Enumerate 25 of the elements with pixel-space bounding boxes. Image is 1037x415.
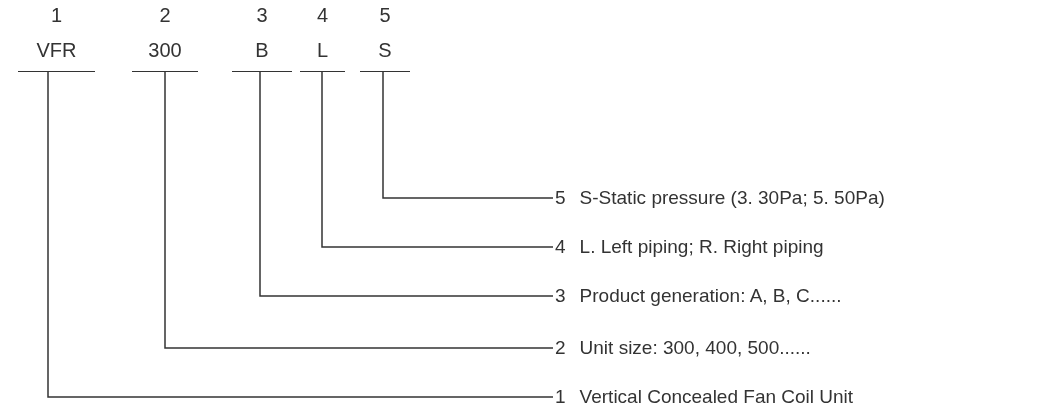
- description-text: Vertical Concealed Fan Coil Unit: [579, 384, 854, 409]
- position-number: 3: [555, 283, 566, 308]
- leader-line: [382, 71, 554, 199]
- position-number: 5: [379, 3, 391, 28]
- position-number: 1: [50, 3, 63, 28]
- position-number: 3: [256, 3, 268, 28]
- position-number: 2: [159, 3, 171, 28]
- position-number: 2: [555, 335, 566, 360]
- description-text: Unit size: 300, 400, 500......: [579, 335, 811, 360]
- code-text: VFR: [36, 38, 77, 63]
- position-number: 4: [316, 3, 329, 28]
- description-text: L. Left piping; R. Right piping: [579, 234, 824, 259]
- leader-line: [321, 71, 554, 248]
- leader-line: [164, 71, 554, 349]
- position-number: 4: [555, 234, 566, 259]
- description-text: S-Static pressure (3. 30Pa; 5. 50Pa): [579, 185, 885, 210]
- position-number: 1: [555, 384, 566, 409]
- leader-line: [47, 71, 554, 398]
- code-text: L: [316, 38, 329, 63]
- leader-line: [259, 71, 554, 297]
- code-text: B: [255, 38, 269, 63]
- code-text: S: [378, 38, 392, 63]
- position-number: 5: [555, 185, 566, 210]
- code-text: 300: [148, 38, 182, 63]
- description-text: Product generation: A, B, C......: [579, 283, 842, 308]
